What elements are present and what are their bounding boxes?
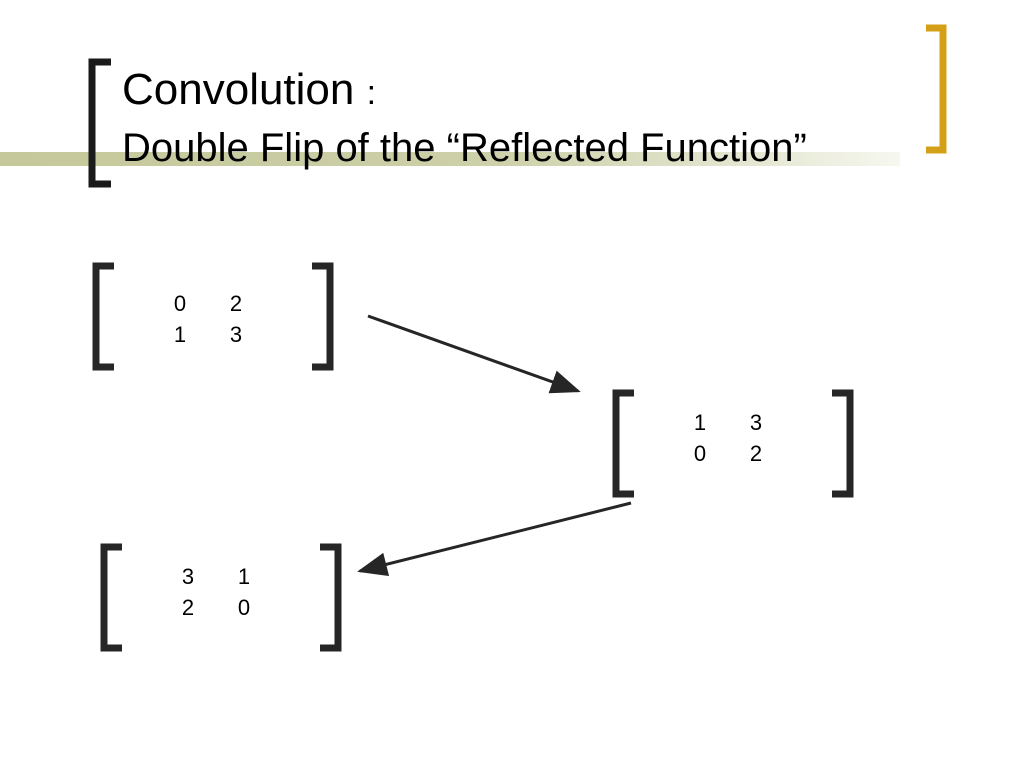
title-bracket-right [926, 24, 947, 154]
slide-title-colon: : [366, 74, 377, 112]
matrix-cell: 3 [749, 410, 763, 435]
matrix-cell: 2 [749, 441, 763, 466]
matrix-cell: 1 [237, 564, 251, 589]
matrix-cell: 2 [229, 291, 243, 316]
matrix-double-flip-bracket-left [100, 543, 122, 652]
matrix-cell: 1 [693, 410, 707, 435]
matrix-original-bracket-right [312, 262, 334, 371]
matrix-cell: 1 [173, 322, 187, 347]
arrow-second-flip [357, 501, 632, 577]
slide-title: Convolution : [122, 64, 376, 119]
matrix-first-flip-bracket-right [832, 389, 854, 498]
title-accent-bar [0, 152, 900, 166]
matrix-double-flip-bracket-right [320, 543, 342, 652]
matrix-first-flip-bracket-left [612, 389, 634, 498]
slide-title-text: Convolution [122, 65, 355, 114]
matrix-cell: 3 [181, 564, 195, 589]
title-bracket-left [88, 58, 111, 188]
matrix-cell: 2 [181, 595, 195, 620]
matrix-cell: 3 [229, 322, 243, 347]
matrix-original-bracket-left [92, 262, 114, 371]
matrix-cell: 0 [173, 291, 187, 316]
matrix-cell: 0 [237, 595, 251, 620]
arrow-first-flip [367, 314, 581, 394]
slide-subtitle: Double Flip of the “Reflected Function” [122, 126, 807, 170]
matrix-cell: 0 [693, 441, 707, 466]
